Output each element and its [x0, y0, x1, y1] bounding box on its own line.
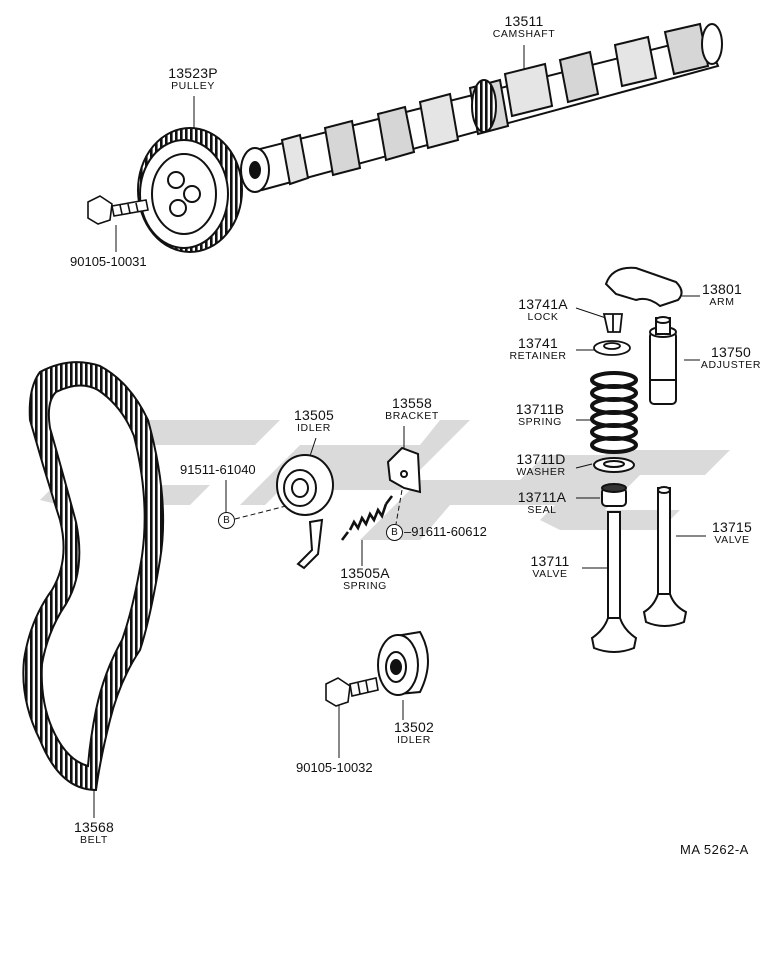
part-name: BELT — [80, 833, 108, 846]
part-name: ARM — [709, 295, 735, 308]
part-name: SPRING — [518, 415, 562, 428]
label-bracket-bolt: –91611-60612 — [404, 524, 487, 539]
part-name: WASHER — [516, 465, 566, 478]
label-idler: 13502 IDLER — [384, 720, 444, 746]
label-idler-bolt: 90105-10032 — [296, 760, 373, 775]
part-number: 13711A — [517, 489, 567, 505]
label-spring: 13711B SPRING — [506, 402, 574, 428]
valve-seal — [601, 483, 627, 507]
camshaft-pulley — [137, 127, 243, 253]
part-name: SPRING — [343, 579, 387, 592]
part-number: 13741 — [518, 335, 558, 351]
valve-spring — [590, 371, 638, 454]
part-name: IDLER — [297, 421, 331, 434]
label-lock: 13741A LOCK — [508, 297, 578, 323]
tensioner-bracket — [386, 446, 422, 494]
part-name: VALVE — [714, 533, 750, 546]
label-camshaft: 13511 CAMSHAFT — [488, 14, 560, 40]
spring-washer — [593, 457, 635, 473]
part-number: 13502 — [394, 719, 434, 735]
part-number: 13801 — [702, 281, 742, 297]
part-name: SEAL — [527, 503, 557, 516]
label-valve-exhaust: 13715 VALVE — [702, 520, 762, 546]
part-number: 13711 — [530, 553, 570, 569]
label-tensioner-idler: 13505 IDLER — [284, 408, 344, 434]
pulley-bolt — [87, 195, 149, 225]
part-number: 13741A — [518, 296, 568, 312]
part-name: RETAINER — [509, 349, 567, 362]
label-washer: 13711D WASHER — [506, 452, 576, 478]
exhaust-valve — [642, 486, 688, 627]
label-valve-intake: 13711 VALVE — [520, 554, 580, 580]
part-name: IDLER — [397, 733, 431, 746]
label-tensioner-spring: 13505A SPRING — [330, 566, 400, 592]
bolt-marker-right: B — [386, 524, 403, 541]
rocker-arm — [604, 266, 683, 308]
valve-retainer — [593, 340, 631, 356]
part-name: VALVE — [532, 567, 568, 580]
part-number: 13505 — [294, 407, 334, 423]
label-arm: 13801 ARM — [694, 282, 750, 308]
valve-adjuster — [649, 316, 677, 405]
label-bracket: 13558 BRACKET — [376, 396, 448, 422]
intake-valve — [590, 511, 638, 653]
camshaft — [240, 22, 723, 193]
idler-pulley — [377, 630, 429, 696]
part-name: CAMSHAFT — [492, 27, 556, 40]
label-pulley-bolt: 90105-10031 — [70, 254, 147, 269]
label-tensioner-bolt: 91511-61040 — [180, 462, 256, 477]
part-number: 13568 — [74, 819, 114, 835]
part-number: 13505A — [340, 565, 390, 581]
part-name: LOCK — [527, 310, 559, 323]
part-number: 13715 — [712, 519, 752, 535]
label-adjuster: 13750 ADJUSTER — [694, 345, 768, 371]
part-number: 13750 — [711, 344, 751, 360]
part-name: PULLEY — [171, 79, 215, 92]
part-number: 13711D — [516, 451, 566, 467]
tensioner-spring — [340, 495, 394, 541]
leader-lines — [93, 45, 706, 818]
bolt-marker-left: B — [218, 512, 235, 529]
part-number: 13511 — [504, 13, 544, 29]
timing-belt — [22, 361, 165, 792]
part-number: 13711B — [515, 401, 565, 417]
label-belt: 13568 BELT — [62, 820, 126, 846]
tensioner-idler — [276, 454, 334, 570]
part-number: 91611-60612 — [411, 524, 487, 539]
part-name: ADJUSTER — [700, 358, 762, 371]
part-name: BRACKET — [385, 409, 439, 422]
part-number: 13523P — [168, 65, 218, 81]
valve-lock — [602, 313, 624, 333]
label-pulley: 13523P PULLEY — [160, 66, 226, 92]
catalog-code: MA 5262-A — [680, 842, 749, 857]
part-number: 13558 — [392, 395, 432, 411]
label-seal: 13711A SEAL — [508, 490, 576, 516]
label-retainer: 13741 RETAINER — [500, 336, 576, 362]
idler-bolt — [325, 677, 379, 707]
